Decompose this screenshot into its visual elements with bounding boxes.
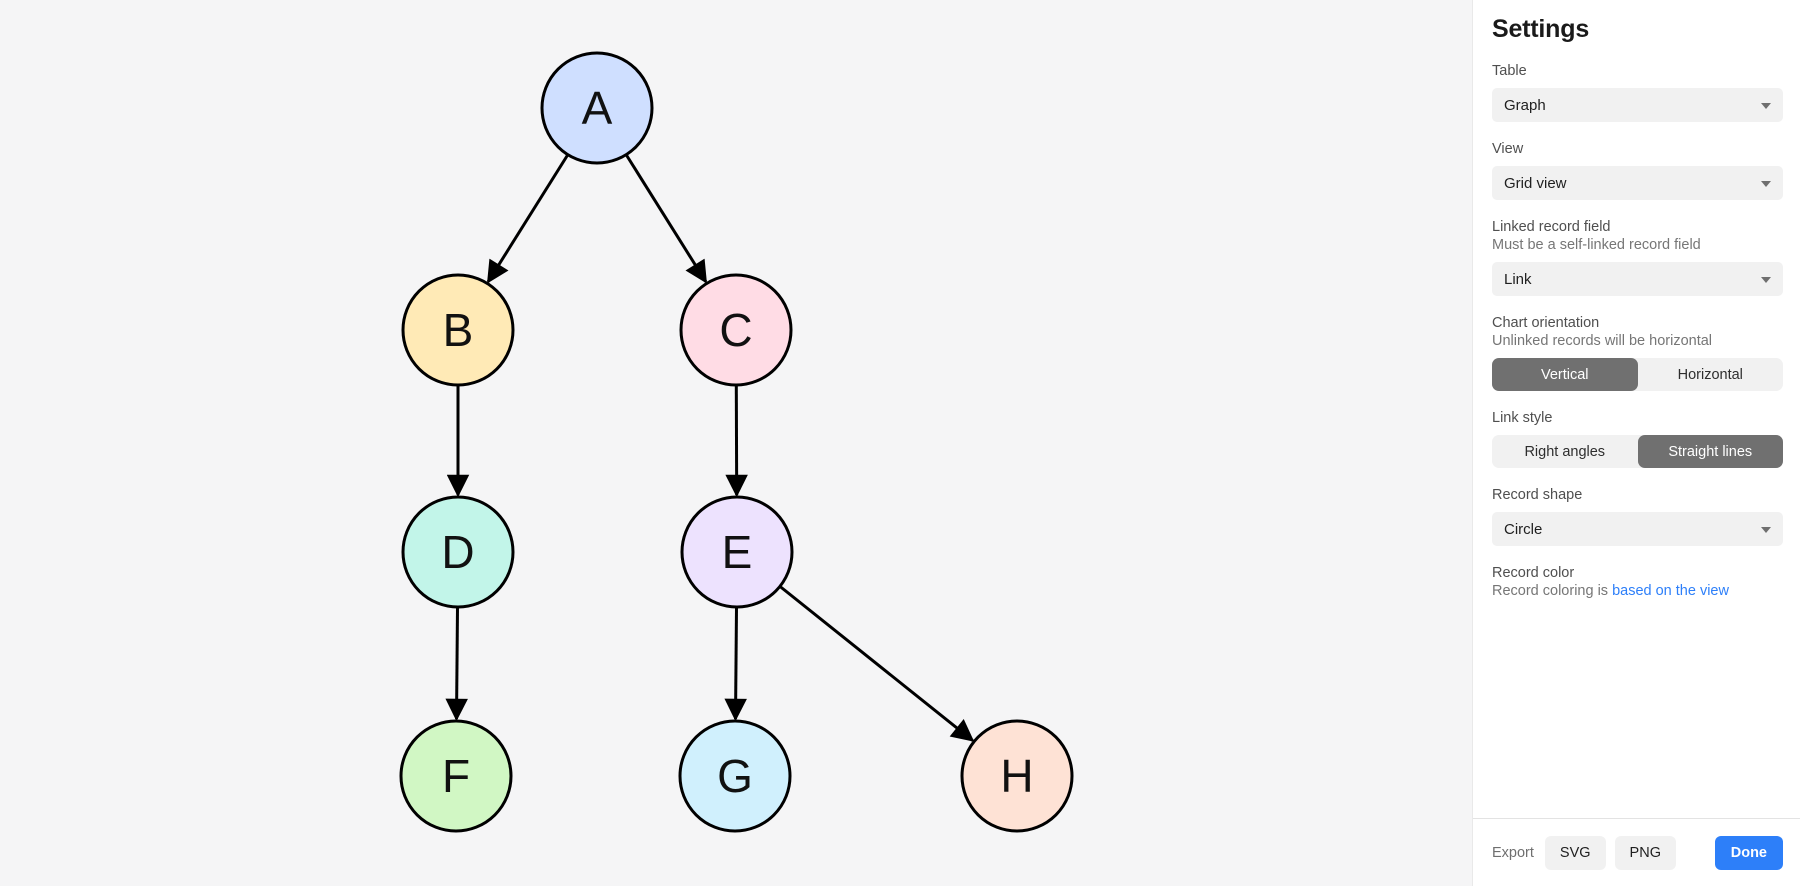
view-select[interactable]: Grid view [1492,166,1783,200]
chevron-down-icon [1761,103,1771,109]
view-select-value: Grid view [1504,174,1567,192]
graph-node-B[interactable] [401,273,515,387]
graph-node-E[interactable] [680,495,794,609]
orientation-vertical-option[interactable]: Vertical [1492,358,1638,391]
edge-A-B [486,154,569,284]
graph-node-G[interactable] [678,719,792,833]
table-label: Table [1492,63,1527,79]
edge-E-H [779,585,975,742]
graph-node-label-D: D [441,526,474,578]
graph-node-F[interactable] [399,719,513,833]
flowchart-svg: A B C D E F G H [399,51,1074,833]
table-field: Table Graph [1492,63,1783,122]
record-shape-select[interactable]: Circle [1492,512,1783,546]
record-color-help-text: Record coloring is [1492,583,1613,599]
export-svg-button[interactable]: SVG [1544,835,1606,870]
linked-record-field-help: Must be a self-linked record field [1492,237,1701,253]
linked-record-field-select[interactable]: Link [1492,262,1783,296]
graph-node-label-F: F [442,750,470,802]
graph-node-label-C: C [719,304,752,356]
graph-node-D[interactable] [401,495,515,609]
edge-D-F [445,607,468,722]
chevron-down-icon [1761,181,1771,187]
chart-orientation-label: Chart orientation [1492,315,1600,331]
edge-E-G [724,607,747,722]
chart-orientation-help: Unlinked records will be horizontal [1492,333,1713,349]
graph-node-label-A: A [582,82,613,134]
edges-layer [445,154,975,742]
record-shape-label: Record shape [1492,487,1583,503]
chevron-down-icon [1761,277,1771,283]
edge-A-C [625,154,708,284]
link-style-field: Link style Right angles Straight lines [1492,410,1783,468]
settings-panel: Settings Table Graph View Grid view Link… [1472,0,1800,886]
view-label: View [1492,141,1524,157]
flowchart-canvas: A B C D E F G H [399,51,1074,833]
graph-node-C[interactable] [679,273,793,387]
link-style-label: Link style [1492,410,1553,426]
table-select-value: Graph [1504,96,1546,114]
graph-node-label-G: G [717,750,753,802]
record-shape-field: Record shape Circle [1492,487,1783,546]
export-label: Export [1492,844,1534,861]
graph-node-H[interactable] [960,719,1074,833]
linked-record-field: Linked record field Must be a self-linke… [1492,219,1783,296]
linked-record-field-select-value: Link [1504,270,1532,288]
chart-orientation-field: Chart orientation Unlinked records will … [1492,315,1783,391]
settings-title: Settings [1492,15,1590,43]
panel-footer: Export SVG PNG Done [1473,818,1800,886]
done-button[interactable]: Done [1714,835,1783,870]
graph-node-label-E: E [722,526,753,578]
graph-node-A[interactable] [540,51,654,165]
record-color-help: Record coloring is based on the view [1492,583,1783,600]
nodes-layer: A B C D E F G H [399,51,1074,833]
export-png-button[interactable]: PNG [1614,835,1676,870]
chevron-down-icon [1761,527,1771,533]
graph-node-label-B: B [443,304,474,356]
record-color-label: Record color [1492,565,1575,581]
chart-orientation-toggle: Vertical Horizontal [1492,358,1783,391]
linked-record-field-label: Linked record field [1492,219,1611,235]
settings-content: Settings Table Graph View Grid view Link… [1473,0,1800,818]
table-select[interactable]: Graph [1492,88,1783,122]
record-color-field: Record color Record coloring is based on… [1492,565,1783,600]
view-field: View Grid view [1492,141,1783,200]
graph-node-label-H: H [1000,750,1033,802]
based-on-the-view-link[interactable]: based on the view [1612,583,1729,599]
link-style-straight-lines-option[interactable]: Straight lines [1637,435,1783,468]
record-shape-select-value: Circle [1504,520,1543,538]
link-style-toggle: Right angles Straight lines [1492,435,1783,468]
link-style-right-angles-option[interactable]: Right angles [1524,443,1606,460]
orientation-horizontal-option[interactable]: Horizontal [1677,366,1743,383]
